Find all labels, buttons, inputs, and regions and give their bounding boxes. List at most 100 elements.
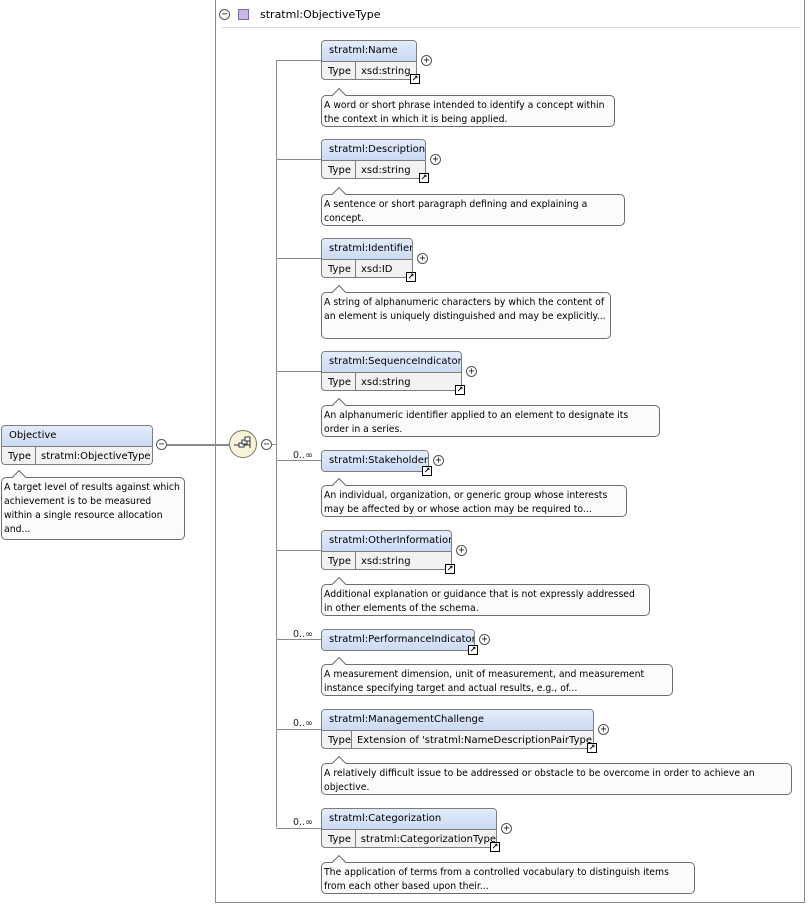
root-doc-text: A target level of results against which … — [4, 482, 180, 535]
element-doc-text: A word or short phrase intended to ident… — [324, 100, 605, 125]
element-name: stratml:Description — [322, 140, 425, 161]
element-type-label: Type — [322, 62, 356, 79]
root-type-value: stratml:ObjectiveType — [41, 451, 151, 462]
arrow-ref-icon[interactable]: ↗ — [455, 385, 465, 395]
arrow-ref-icon[interactable]: ↗ — [587, 743, 597, 753]
element-type-row: Type xsd:string — [322, 62, 416, 79]
arrow-ref-icon[interactable]: ↗ — [468, 645, 478, 655]
element-cardinality: 0..∞ — [293, 629, 313, 640]
element-doc-text: The application of terms from a controll… — [324, 867, 669, 892]
complex-type-frame — [215, 0, 805, 903]
root-element-name: Objective — [2, 426, 152, 447]
element-doc-bubble: A relatively difficult issue to be addre… — [321, 763, 792, 795]
plus-circle-icon[interactable]: + — [417, 253, 428, 264]
element-connector — [276, 258, 321, 259]
root-collapse-icon[interactable]: − — [156, 439, 167, 450]
plus-circle-icon[interactable]: + — [466, 366, 477, 377]
element-connector — [276, 828, 321, 829]
arrow-ref-icon[interactable]: ↗ — [419, 173, 429, 183]
root-type-label: Type — [2, 447, 36, 464]
frame-collapse-icon[interactable]: − — [219, 9, 230, 20]
element-doc-bubble: An individual, organization, or generic … — [321, 485, 627, 517]
arrow-ref-icon[interactable]: ↗ — [422, 466, 432, 476]
element-type-label: Type — [322, 260, 356, 277]
element-doc-bubble: Additional explanation or guidance that … — [321, 584, 650, 616]
element-type-value: xsd:string — [361, 377, 411, 388]
arrow-ref-icon[interactable]: ↗ — [490, 842, 500, 852]
plus-circle-icon[interactable]: + — [456, 545, 467, 556]
element-doc-bubble: A word or short phrase intended to ident… — [321, 95, 615, 127]
arrow-ref-icon[interactable]: ↗ — [406, 272, 416, 282]
element-box[interactable]: stratml:PerformanceIndicator — [321, 629, 475, 651]
root-connector — [167, 444, 229, 446]
element-type-value: xsd:ID — [361, 264, 393, 275]
element-doc-text: An individual, organization, or generic … — [324, 490, 608, 515]
element-connector — [276, 159, 321, 160]
element-name: stratml:PerformanceIndicator — [322, 630, 474, 650]
sequence-collapse-icon[interactable]: − — [261, 439, 272, 450]
element-doc-text: A relatively difficult issue to be addre… — [324, 768, 755, 793]
element-type-label: Type — [322, 731, 352, 748]
plus-circle-icon[interactable]: + — [501, 823, 512, 834]
element-type-row: Type xsd:ID — [322, 260, 412, 277]
element-doc-bubble: An alphanumeric identifier applied to an… — [321, 405, 660, 437]
complex-type-icon — [238, 9, 249, 20]
element-connector — [276, 371, 321, 372]
sequence-trunk — [276, 60, 277, 827]
element-name: stratml:Stakeholder — [322, 451, 428, 471]
element-name: stratml:Name — [322, 41, 416, 62]
element-doc-text: Additional explanation or guidance that … — [324, 589, 635, 614]
complex-type-title: stratml:ObjectiveType — [260, 8, 381, 21]
element-box[interactable]: stratml:Stakeholder — [321, 450, 429, 472]
frame-divider — [222, 27, 800, 28]
sequence-compositor-icon[interactable] — [229, 430, 257, 458]
element-connector — [276, 729, 321, 730]
element-connector — [276, 639, 321, 640]
plus-circle-icon[interactable]: + — [421, 55, 432, 66]
element-doc-text: A measurement dimension, unit of measure… — [324, 669, 645, 694]
element-type-label: Type — [322, 161, 356, 178]
root-doc-bubble: A target level of results against which … — [1, 477, 185, 540]
element-name: stratml:OtherInformation — [322, 531, 451, 552]
element-name: stratml:Categorization — [322, 809, 496, 830]
arrow-ref-icon[interactable]: ↗ — [410, 74, 420, 84]
element-type-label: Type — [322, 373, 356, 390]
element-type-value: xsd:string — [361, 66, 411, 77]
plus-circle-icon[interactable]: + — [430, 154, 441, 165]
element-name: stratml:Identifier — [322, 239, 412, 260]
element-type-row: Type stratml:CategorizationType — [322, 830, 496, 847]
element-doc-bubble: A measurement dimension, unit of measure… — [321, 664, 673, 696]
element-doc-bubble: A sentence or short paragraph defining a… — [321, 194, 625, 226]
element-type-value: xsd:string — [361, 556, 411, 567]
arrow-ref-icon[interactable]: ↗ — [445, 564, 455, 574]
element-connector — [276, 460, 321, 461]
element-type-value: xsd:string — [361, 165, 411, 176]
sequence-stub — [272, 444, 277, 445]
element-type-row: Type xsd:string — [322, 161, 425, 178]
element-cardinality: 0..∞ — [293, 817, 313, 828]
root-element-box[interactable]: Objective Type stratml:ObjectiveType — [1, 425, 153, 465]
element-connector — [276, 60, 321, 61]
element-cardinality: 0..∞ — [293, 450, 313, 461]
plus-circle-icon[interactable]: + — [433, 455, 444, 466]
plus-circle-icon[interactable]: + — [479, 634, 490, 645]
element-cardinality: 0..∞ — [293, 718, 313, 729]
element-type-label: Type — [322, 830, 356, 847]
element-type-value: stratml:CategorizationType — [360, 834, 496, 845]
element-doc-text: A sentence or short paragraph defining a… — [324, 199, 588, 224]
element-name: stratml:ManagementChallenge — [322, 710, 593, 731]
element-connector — [276, 550, 321, 551]
element-doc-bubble: The application of terms from a controll… — [321, 862, 695, 894]
element-name: stratml:SequenceIndicator — [322, 352, 461, 373]
element-doc-text: An alphanumeric identifier applied to an… — [324, 410, 629, 435]
plus-circle-icon[interactable]: + — [598, 724, 609, 735]
